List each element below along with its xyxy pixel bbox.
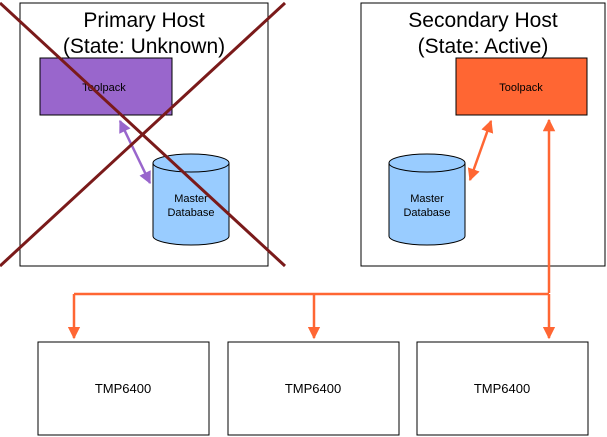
secondary-toolpack: Toolpack	[455, 57, 588, 116]
primary-host: Primary Host (State: Unknown) Toolpack M…	[0, 1, 287, 268]
secondary-master-database: Master Database	[388, 153, 466, 246]
secondary-host: Secondary Host (State: Active) Toolpack …	[360, 2, 606, 267]
device-3-label: TMP6400	[474, 381, 530, 396]
primary-db-body	[152, 163, 230, 246]
primary-toolpack-db-link	[118, 119, 152, 185]
primary-toolpack-box	[39, 57, 173, 116]
primary-db-top	[152, 153, 230, 173]
secondary-host-state: (State: Active)	[418, 35, 549, 58]
secondary-db-label-line1: Master	[410, 193, 444, 205]
secondary-db-label-line2: Database	[403, 207, 450, 219]
device-1-label: TMP6400	[95, 381, 151, 396]
secondary-toolpack-db-link	[467, 119, 494, 182]
device-3: TMP6400	[416, 341, 589, 436]
primary-host-title: Primary Host	[83, 9, 205, 32]
primary-master-database: Master Database	[152, 153, 230, 246]
secondary-host-title: Secondary Host	[408, 9, 558, 32]
secondary-db-body	[388, 163, 466, 246]
failed-host-cross-icon	[0, 1, 287, 268]
device-2-box	[227, 341, 400, 436]
device-2-label: TMP6400	[285, 381, 341, 396]
primary-db-label-line1: Master	[174, 193, 208, 205]
secondary-toolpack-box	[455, 57, 588, 116]
primary-host-state: (State: Unknown)	[63, 35, 225, 58]
active-connection-lines	[67, 118, 556, 340]
primary-db-label-line2: Database	[167, 207, 214, 219]
device-2: TMP6400	[227, 341, 400, 436]
device-3-box	[416, 341, 589, 436]
secondary-toolpack-label: Toolpack	[499, 82, 543, 94]
device-1: TMP6400	[37, 341, 210, 436]
device-1-box	[37, 341, 210, 436]
primary-toolpack: Toolpack	[39, 57, 173, 116]
secondary-db-top	[388, 153, 466, 173]
